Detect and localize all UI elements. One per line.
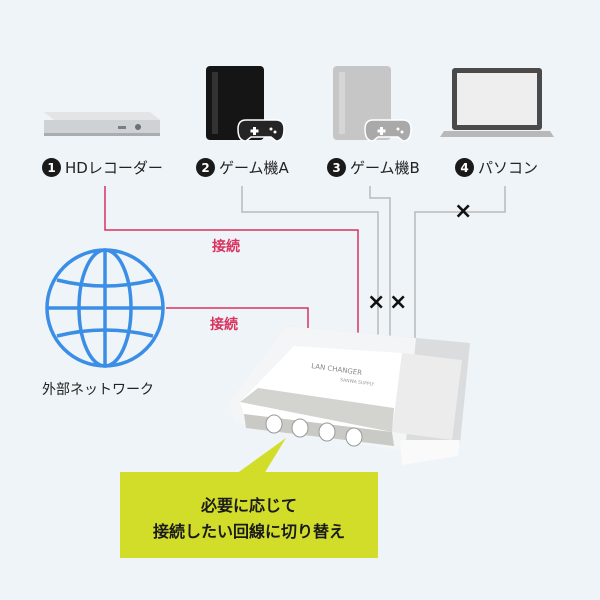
device-name-4: パソコン (478, 159, 539, 177)
game-console-a-icon (206, 66, 285, 142)
callout-pointer (236, 438, 286, 474)
laptop-icon (440, 68, 554, 137)
device-number-1: 1 (42, 158, 61, 177)
hd-recorder-icon (44, 112, 160, 136)
globe-icon (45, 248, 165, 368)
device-label-game-b: 3 ゲーム機B (327, 157, 420, 178)
device-label-hd-recorder: 1 HDレコーダー (42, 157, 163, 178)
callout-box: 必要に応じて 接続したい回線に切り替え (120, 472, 378, 558)
box-brand: SANWA SUPPLY (340, 377, 375, 388)
blocked-mark-game-b: × (389, 290, 408, 315)
device-name-3: ゲーム機B (350, 159, 420, 177)
device-number-4: 4 (455, 158, 474, 177)
connection-label-network: 接続 (210, 317, 238, 333)
callout-line-1: 必要に応じて (200, 496, 297, 515)
blocked-mark-pc: × (454, 199, 473, 224)
external-network-label: 外部ネットワーク (42, 382, 154, 398)
active-cables (104, 186, 359, 340)
device-label-game-a: 2 ゲーム機A (196, 157, 289, 178)
blocked-mark-game-a: × (367, 290, 386, 315)
device-name-2: ゲーム機A (219, 159, 289, 177)
device-number-3: 3 (327, 158, 346, 177)
callout-line-2: 接続したい回線に切り替え (152, 522, 345, 541)
device-name-1: HDレコーダー (65, 159, 163, 177)
connection-label-recorder: 接続 (212, 239, 240, 255)
game-console-b-icon (333, 66, 412, 142)
device-label-pc: 4 パソコン (455, 157, 538, 178)
device-number-2: 2 (196, 158, 215, 177)
inactive-cables (241, 186, 506, 342)
selector-buttons (265, 414, 363, 447)
